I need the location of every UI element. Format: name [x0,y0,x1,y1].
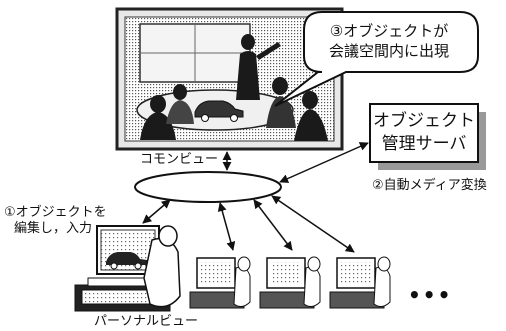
workstation-4 [329,256,391,309]
arrow-network-pc1 [142,199,171,224]
network-ellipse [134,171,282,203]
callout-line2: 会議空間内に出現 [328,42,449,60]
personal-view-label: パーソナルビュー [94,314,199,329]
arrow-network-pc3 [253,199,293,251]
edit-label-line1: ①オブジェクトを [4,205,107,220]
workstation-3 [259,256,321,309]
speech-bubble [274,11,479,107]
arrow-network-server [279,142,369,183]
arrow-network-pc2 [217,202,236,251]
server-box [369,103,486,170]
arrow-network-pc4 [271,195,355,253]
server-label-line1: オブジェクト [373,111,475,131]
callout-line1: ③オブジェクトが [329,22,449,40]
edit-label-line2: 編集し，入力 [14,221,93,236]
personal-workstation-main [74,225,181,312]
ellipsis-label: ••• [408,283,453,307]
workstation-2 [189,256,251,309]
server-label-line2: 管理サーバ [381,134,467,154]
common-view-label: コモンビュー [140,152,219,167]
auto-media-label: ②自動メディア変換 [372,178,487,193]
